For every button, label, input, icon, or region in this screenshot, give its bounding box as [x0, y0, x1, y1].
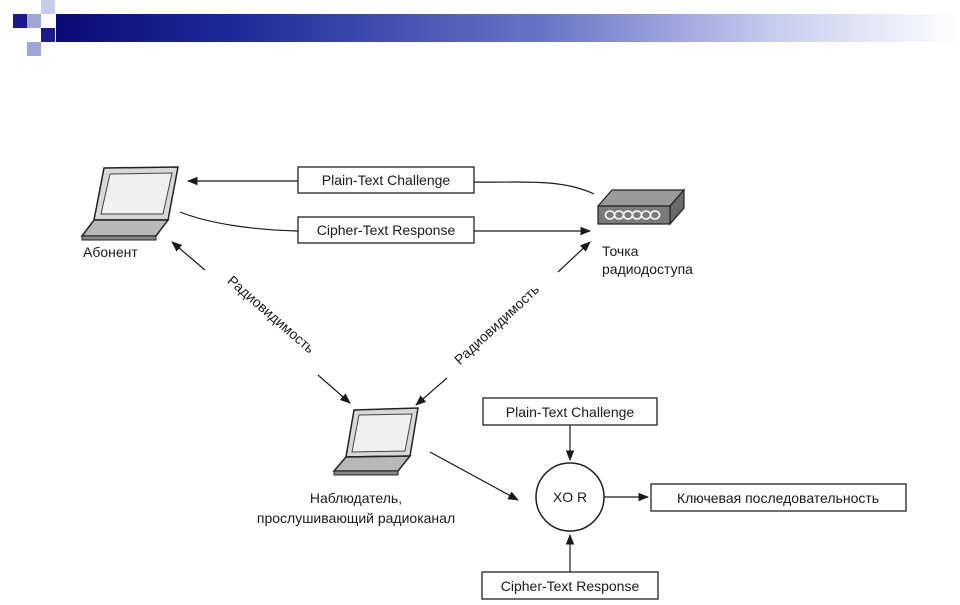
xor-label: XO R: [553, 489, 587, 505]
header-square-light: [41, 0, 55, 14]
header-square-dark: [13, 14, 27, 28]
right-radio-line-bottom: [415, 377, 448, 406]
access-point-label-line1: Точка: [602, 243, 639, 259]
header-gradient-bar: [56, 14, 960, 42]
left-radio-label: Радиовидимость: [225, 272, 318, 356]
keystream-box: [650, 483, 907, 512]
observer-to-xor-arrow: [429, 451, 519, 501]
right-radio-label: Радиовидимость: [451, 281, 542, 368]
right-radio-line-top: [557, 241, 591, 273]
access-point-label-line2: радиодоступа: [602, 261, 693, 277]
left-radio-line-bottom: [317, 374, 351, 404]
header-square-dark: [41, 28, 55, 42]
challenge-arrow: [473, 181, 595, 195]
bottom-response-text: Cipher-Text Response: [501, 578, 640, 594]
response-arrow: [179, 211, 299, 232]
top-response-text: Cipher-Text Response: [317, 222, 456, 238]
top-challenge-box: [297, 166, 475, 194]
bottom-response-box: [481, 571, 659, 600]
header-square-light: [27, 42, 41, 56]
subscriber-laptop-icon: [80, 166, 179, 241]
subscriber-label: Абонент: [83, 244, 138, 260]
bottom-challenge-text: Plain-Text Challenge: [506, 404, 635, 420]
observer-laptop-icon: [332, 407, 419, 476]
access-point-icon: [596, 188, 686, 226]
keystream-text: Ключевая последовательность: [677, 490, 879, 506]
observer-label-line1: Наблюдатель,: [310, 490, 402, 506]
header-square-light: [27, 14, 41, 28]
left-radio-line-top: [171, 241, 206, 271]
observer-label-line2: прослушивающий радиоканал: [257, 510, 455, 526]
top-response-box: [297, 216, 475, 244]
top-challenge-text: Plain-Text Challenge: [322, 172, 451, 188]
